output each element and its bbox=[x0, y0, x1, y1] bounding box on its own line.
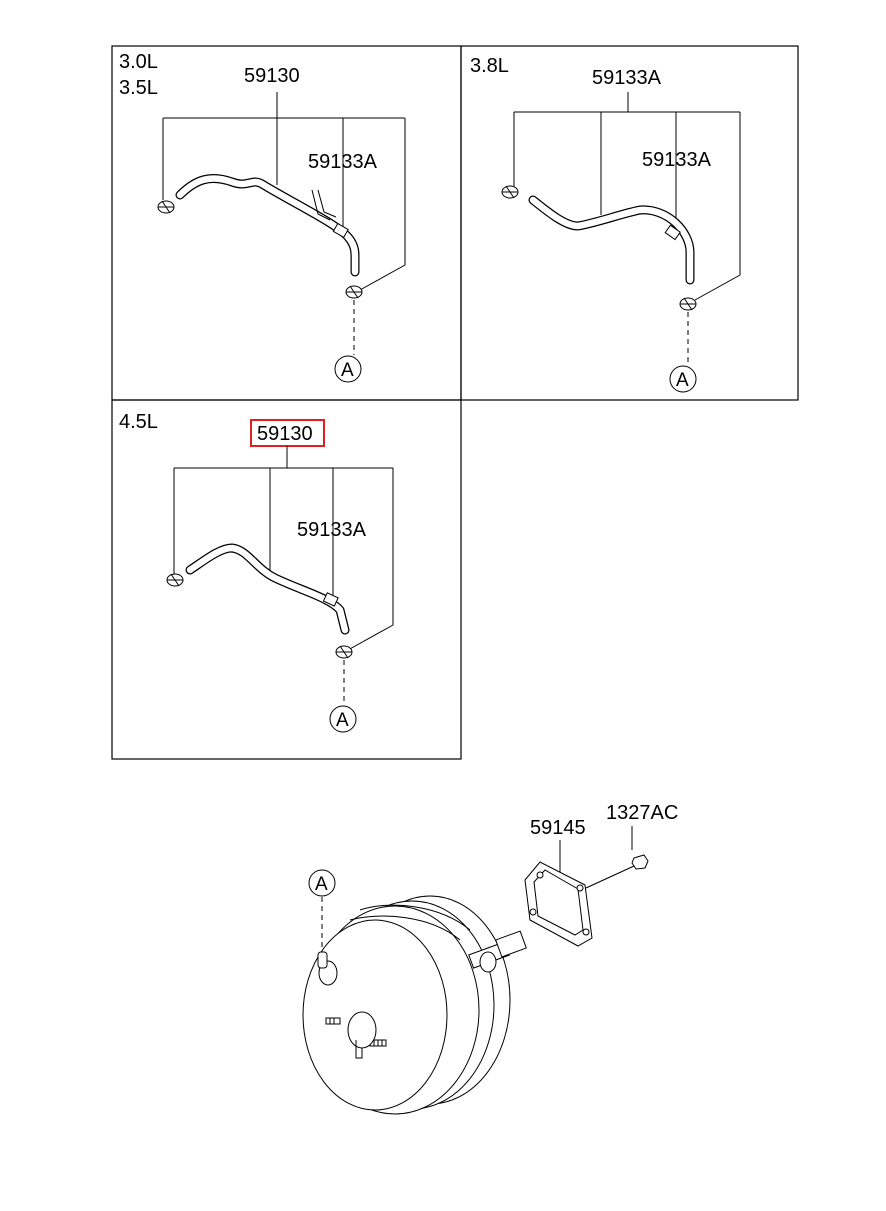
hose-clamp-left bbox=[501, 185, 519, 199]
part-label-59133a[interactable]: 59133A bbox=[297, 519, 367, 541]
hose-bracket bbox=[311, 189, 337, 221]
connector-a-marker[interactable]: A bbox=[308, 869, 336, 897]
hose-clamp-bottom bbox=[335, 645, 353, 659]
part-label-59130[interactable]: 59130 bbox=[244, 65, 300, 87]
panel-frames bbox=[111, 45, 799, 760]
panel-bottom-left: 4.5L 59130 59133A A bbox=[119, 411, 394, 733]
nut-1327ac[interactable] bbox=[631, 854, 649, 870]
gasket-59145[interactable] bbox=[524, 861, 593, 947]
engine-label-3-8l: 3.8L bbox=[470, 55, 509, 77]
vacuum-hose-59130[interactable] bbox=[185, 543, 350, 635]
connector-a-label: A bbox=[315, 874, 328, 895]
vacuum-hose-59130[interactable] bbox=[175, 174, 360, 277]
brake-booster-body[interactable] bbox=[302, 895, 511, 1115]
hose-clamp-mid bbox=[332, 222, 349, 239]
engine-label-4-5l: 4.5L bbox=[119, 411, 158, 433]
engine-label-3-0l: 3.0L bbox=[119, 51, 158, 73]
connector-a-marker[interactable]: A bbox=[329, 705, 357, 733]
push-rod-clevis[interactable] bbox=[468, 930, 527, 973]
part-label-59133a-sub[interactable]: 59133A bbox=[642, 149, 712, 171]
hose-clamp-mid bbox=[322, 592, 339, 607]
hose-clamp-bottom bbox=[345, 285, 363, 299]
connector-a-label: A bbox=[676, 370, 689, 391]
panel-top-left-frame bbox=[111, 45, 462, 401]
panel-bottom-left-frame bbox=[111, 399, 462, 760]
check-valve-port bbox=[317, 951, 338, 986]
part-label-59130-highlighted[interactable]: 59130 bbox=[257, 423, 313, 445]
hose-clamp-left bbox=[157, 200, 175, 214]
hose-clamp-left bbox=[166, 573, 184, 587]
connector-a-marker[interactable]: A bbox=[334, 355, 362, 383]
leader-lines bbox=[162, 92, 406, 291]
part-label-59145[interactable]: 59145 bbox=[530, 817, 586, 839]
panel-top-left: 3.0L 3.5L 59130 59133A bbox=[119, 51, 406, 383]
hose-clamp-bottom bbox=[679, 297, 697, 311]
connector-a-label: A bbox=[341, 360, 354, 381]
panel-top-right: 3.8L 59133A 59133A A bbox=[470, 55, 741, 393]
brake-booster-assembly: A bbox=[302, 802, 678, 1115]
vacuum-hose-59133a[interactable] bbox=[528, 195, 695, 285]
part-label-1327ac[interactable]: 1327AC bbox=[606, 802, 678, 824]
connector-a-label: A bbox=[336, 710, 349, 731]
leader-lines bbox=[513, 92, 741, 301]
hose-clamp-mid bbox=[664, 224, 681, 241]
leader-lines bbox=[173, 446, 394, 651]
part-label-59133a-top[interactable]: 59133A bbox=[592, 67, 662, 89]
engine-label-3-5l: 3.5L bbox=[119, 77, 158, 99]
booster-leader-lines bbox=[559, 826, 635, 889]
panel-top-right-frame bbox=[460, 45, 799, 401]
connector-a-marker[interactable]: A bbox=[669, 365, 697, 393]
master-cylinder-opening bbox=[347, 1011, 377, 1059]
